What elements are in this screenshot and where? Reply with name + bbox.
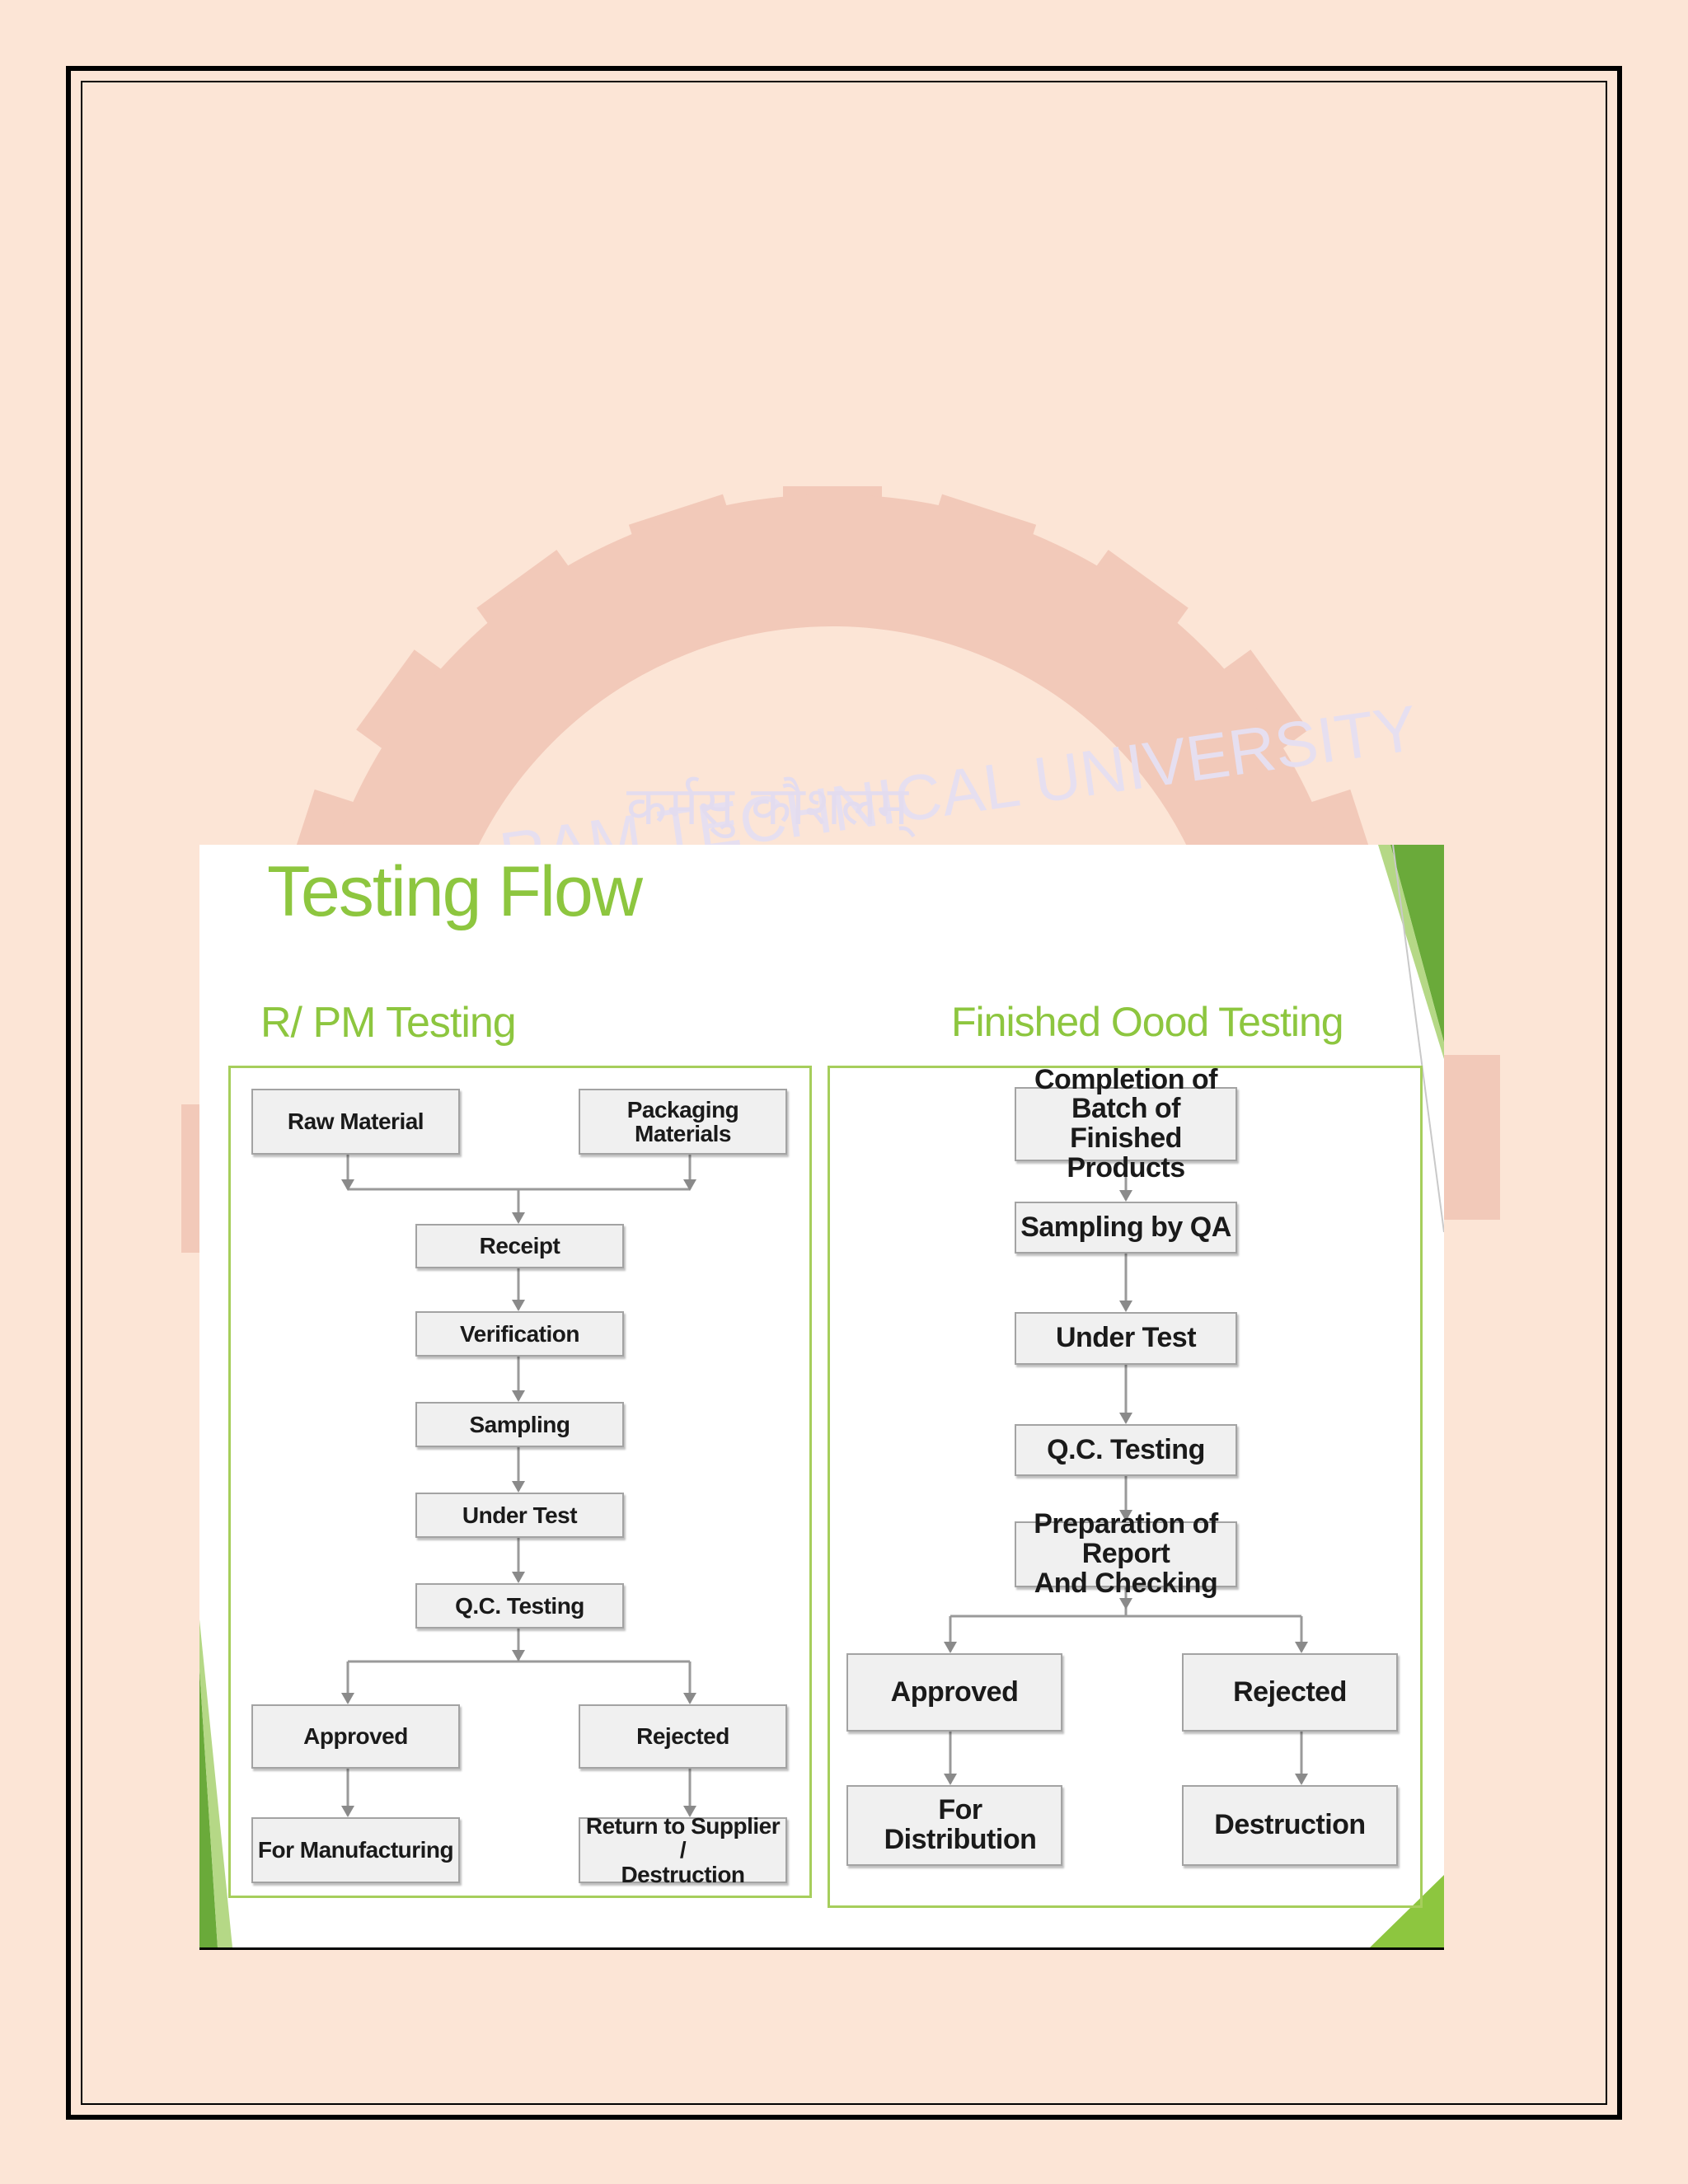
sampling-box: Sampling: [415, 1402, 624, 1447]
green-corner-bottom-right: [1370, 1875, 1444, 1947]
verification-box: Verification: [415, 1311, 624, 1357]
qc-testing-box-finished: Q.C. Testing: [1015, 1424, 1237, 1476]
under-test-box: Under Test: [415, 1493, 624, 1538]
green-corner-bottom-left-light: [199, 1619, 232, 1947]
rejected-box: Rejected: [579, 1704, 787, 1769]
page-border: [66, 66, 1622, 2120]
sampling-by-qa-box: Sampling by QA: [1015, 1202, 1237, 1254]
approved-box-finished: Approved: [846, 1653, 1062, 1732]
slide-decoration: [199, 845, 1444, 1947]
completion-of-batch-box: Completion of Batch of Finished Products: [1015, 1065, 1237, 1183]
under-test-box-finished: Under Test: [1015, 1312, 1237, 1365]
packaging-materials-box: Packaging Materials: [579, 1089, 787, 1155]
watermark-devanagari: कर्मसु कौशलम्: [626, 776, 916, 839]
slide-title: Testing Flow: [267, 852, 643, 931]
for-distribution-box: For Distribution: [846, 1785, 1062, 1866]
green-corner-top-right-light: [1378, 845, 1444, 1059]
for-manufacturing-box: For Manufacturing: [251, 1817, 460, 1883]
finished-flow-connectors: [944, 1161, 1308, 1785]
raw-material-box: Raw Material: [251, 1089, 460, 1155]
right-section-heading: Finished Oood Testing: [951, 999, 1344, 1045]
destruction-box: Destruction: [1182, 1785, 1398, 1866]
qc-testing-box: Q.C. Testing: [415, 1583, 624, 1629]
slide-diagonal-line: [1392, 845, 1444, 1233]
finished-good-testing-panel: Completion of Batch of Finished Products…: [828, 1065, 1423, 1908]
rpm-testing-panel: Raw Material Packaging Materials Receipt…: [228, 1066, 812, 1898]
approved-box: Approved: [251, 1704, 460, 1769]
rpm-flow-connectors: [341, 1155, 696, 1817]
page-border-inner: [81, 81, 1607, 2105]
preparation-of-report-box: Preparation of Report And Checking: [1015, 1510, 1237, 1598]
receipt-box: Receipt: [415, 1224, 624, 1268]
slide: Testing Flow R/ PM Testing Finished Oood…: [199, 845, 1444, 1950]
return-to-supplier-box: Return to Supplier / Destruction: [579, 1814, 787, 1886]
left-section-heading: R/ PM Testing: [260, 999, 517, 1047]
rejected-box-finished: Rejected: [1182, 1653, 1398, 1732]
